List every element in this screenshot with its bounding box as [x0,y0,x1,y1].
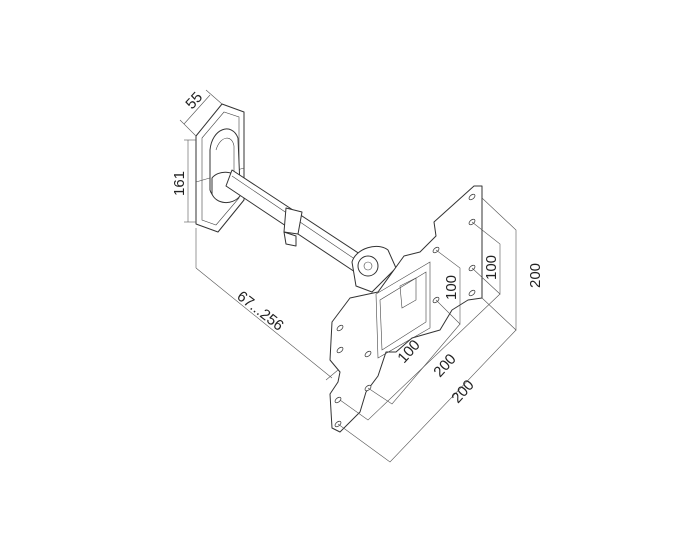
dim-vesa-mid-horizontal: 200 [430,351,459,381]
vesa-plate [329,185,483,433]
telescopic-arm [225,169,373,279]
dim-vesa-inner-vertical: 100 [443,275,460,300]
dim-wall-plate-height: 161 [171,171,188,196]
dim-vesa-outer-vertical-total: 200 [527,263,544,288]
wall-plate [195,103,245,233]
tilt-head [351,246,397,293]
dim-vesa-outer-vertical: 100 [483,255,500,280]
dim-wall-plate-depth: 55 [182,89,206,113]
dim-arm-extension: 67...256 [234,288,287,335]
dim-vesa-outer-horizontal: 200 [448,377,477,407]
dimension-lines [179,89,517,463]
